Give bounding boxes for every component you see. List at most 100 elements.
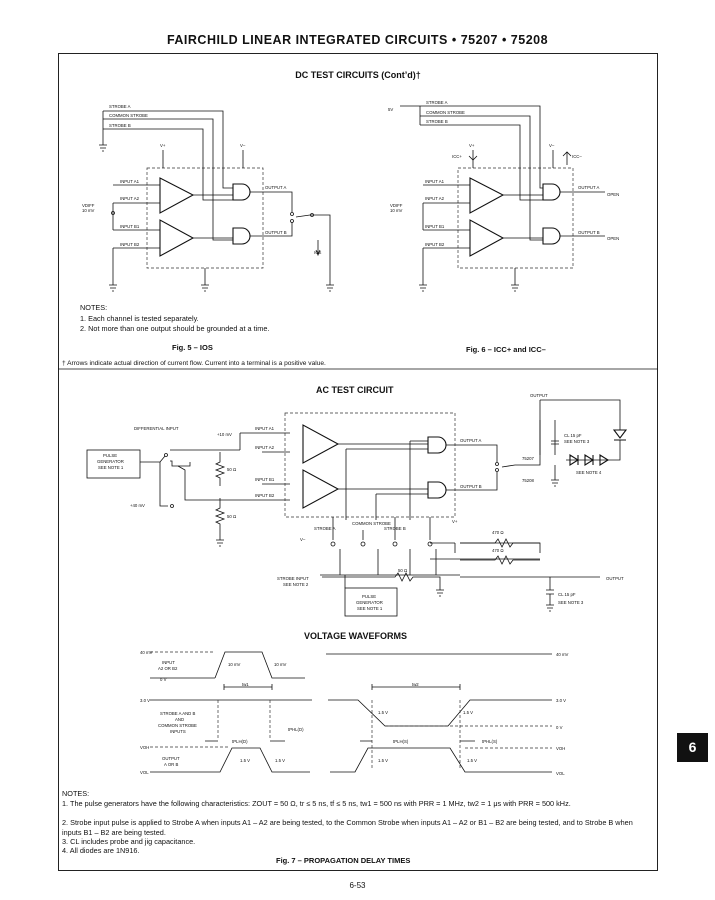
ac-pulse-gen1-l2: GENERATOR bbox=[97, 459, 124, 464]
ac-strobe-b: STROBE B bbox=[384, 526, 406, 531]
wf-output-l2: A OR B bbox=[164, 762, 178, 767]
ac-common-strobe: COMMON STROBE bbox=[352, 521, 391, 526]
dc-note-2: 2. Not more than one output should be gr… bbox=[80, 324, 270, 333]
fig5-input-a2: INPUT A2 bbox=[120, 196, 140, 201]
fig6-caption: Fig. 6 – ICC+ and ICC– bbox=[466, 345, 546, 354]
ac-output-top: OUTPUT bbox=[530, 393, 548, 398]
dc-footnote: † Arrows indicate actual direction of cu… bbox=[62, 360, 326, 367]
ac-input-b2: INPUT B2 bbox=[255, 493, 275, 498]
fig5-circuit bbox=[99, 110, 334, 292]
notes2-item-1: 1. The pulse generators have the followi… bbox=[62, 799, 571, 808]
ac-strobe-input-note: SEE NOTE 2 bbox=[283, 582, 309, 587]
fig5-vdiff-value: 10 mV bbox=[82, 208, 95, 213]
ac-75208: 75208 bbox=[522, 478, 535, 483]
ac-pulse-gen1-l3: SEE NOTE 1 bbox=[98, 465, 124, 470]
dc-notes-title: NOTES: bbox=[80, 303, 108, 312]
ac-r50-3: 50 Ω bbox=[398, 568, 408, 573]
ac-output-right: OUTPUT bbox=[606, 576, 624, 581]
notes2-item-2: 2. Strobe input pulse is applied to Stro… bbox=[62, 818, 633, 837]
wf-input-l2: A2 OR B2 bbox=[158, 666, 178, 671]
section-tab: 6 bbox=[677, 733, 708, 762]
fig6-vdiff-value: 10 mV bbox=[390, 208, 403, 213]
ac-r470-1: 470 Ω bbox=[492, 530, 504, 535]
fig6-open-a: OPEN bbox=[607, 192, 619, 197]
fig5-strobe-a: STROBE A bbox=[109, 104, 131, 109]
ac-r470-2: 470 Ω bbox=[492, 548, 504, 553]
ac-input-b1: INPUT B1 bbox=[255, 477, 275, 482]
wf-3v-left: 3.0 V bbox=[140, 698, 150, 703]
ac-see-note3-top: SEE NOTE 3 bbox=[564, 439, 590, 444]
wf-voh-left: VOH bbox=[140, 745, 149, 750]
dc-section-title: DC TEST CIRCUITS (Cont’d)† bbox=[295, 70, 421, 80]
wf-output-l1: OUTPUT bbox=[162, 756, 180, 761]
wf-3v-right: 3.0 V bbox=[556, 698, 566, 703]
fig6-input-b1: INPUT B1 bbox=[425, 224, 445, 229]
fig6-circuit bbox=[400, 105, 605, 292]
wf-tphl-s: tPHL(S) bbox=[482, 739, 498, 744]
ac-plus40mv: +40 mV bbox=[130, 503, 145, 508]
notes2-title: NOTES: bbox=[62, 789, 90, 798]
ac-r50-2: 50 Ω bbox=[227, 514, 237, 519]
wf-strobe-l4: INPUTS bbox=[170, 729, 186, 734]
fig6-strobe-a: STROBE A bbox=[426, 100, 448, 105]
ac-differential-input: DIFFERENTIAL INPUT bbox=[134, 426, 179, 431]
ac-pulse-gen2-l2: GENERATOR bbox=[356, 600, 383, 605]
fig6-icc-plus: ICC+ bbox=[452, 154, 462, 159]
wf-voh-right: VOH bbox=[556, 746, 565, 751]
fig6-5v: 5V bbox=[388, 107, 393, 112]
fig6-vminus: V– bbox=[549, 143, 555, 148]
fig6-input-a2: INPUT A2 bbox=[425, 196, 445, 201]
wf-40mv-left: 40 mV bbox=[140, 650, 153, 655]
ac-plus10mv: +10 mV bbox=[217, 432, 232, 437]
fig5-input-b1: INPUT B1 bbox=[120, 224, 140, 229]
fig6-output-b: OUTPUT B bbox=[578, 230, 600, 235]
wf-15v-out-3: 1.5 V bbox=[378, 758, 388, 763]
wf-15v-out-4: 1.5 V bbox=[467, 758, 477, 763]
ac-section-title: AC TEST CIRCUIT bbox=[316, 385, 394, 395]
ac-pulse-gen2-l3: SEE NOTE 1 bbox=[357, 606, 383, 611]
wf-vol-left: VOL bbox=[140, 770, 149, 775]
fig6-output-a: OUTPUT A bbox=[578, 185, 600, 190]
ac-75207: 75207 bbox=[522, 456, 535, 461]
page-header-title: FAIRCHILD LINEAR INTEGRATED CIRCUITS • 7… bbox=[166, 33, 549, 47]
fig5-vdiff: VDIFF bbox=[82, 203, 95, 208]
wf-15v-strobe-2: 1.5 V bbox=[463, 710, 473, 715]
wf-strobe-l3: COMMON STROBE bbox=[158, 723, 197, 728]
fig6-input-a1: INPUT A1 bbox=[425, 179, 445, 184]
wf-strobe-l1: STROBE A AND B bbox=[160, 711, 195, 716]
fig7-caption: Fig. 7 – PROPAGATION DELAY TIMES bbox=[276, 856, 411, 865]
wf-tw2: tw2 bbox=[412, 682, 419, 687]
ac-vminus: V– bbox=[300, 537, 306, 542]
fig6-vplus: V+ bbox=[469, 143, 475, 148]
ac-r50-1: 50 Ω bbox=[227, 467, 237, 472]
wf-0v-right: 0 V bbox=[556, 725, 563, 730]
ac-cl-top: CL 15 pF bbox=[564, 433, 582, 438]
dc-note-1: 1. Each channel is tested separately. bbox=[80, 314, 199, 323]
fig5-output-b: OUTPUT B bbox=[265, 230, 287, 235]
wf-input-l1: INPUT bbox=[162, 660, 175, 665]
wf-40mv-right: 40 mV bbox=[556, 652, 569, 657]
fig5-ios: IOS bbox=[314, 250, 322, 255]
waveforms bbox=[150, 651, 552, 773]
wf-tplh-s: tPLH(S) bbox=[393, 739, 409, 744]
notes2-item-4: 4. All diodes are 1N916. bbox=[62, 846, 140, 855]
fig6-common-strobe: COMMON STROBE bbox=[426, 110, 465, 115]
wf-0v: 0 V bbox=[160, 677, 167, 682]
fig6-icc-minus: ICC– bbox=[572, 154, 582, 159]
fig5-vminus: V– bbox=[240, 143, 246, 148]
wf-tplh-d: tPLH(D) bbox=[232, 739, 248, 744]
ac-see-note4: SEE NOTE 4 bbox=[576, 470, 602, 475]
ac-vplus: V+ bbox=[452, 519, 458, 524]
fig6-open-b: OPEN bbox=[607, 236, 619, 241]
ac-output-a: OUTPUT A bbox=[460, 438, 482, 443]
wf-15v-out-2: 1.5 V bbox=[275, 758, 285, 763]
page-number: 6-53 bbox=[349, 881, 366, 890]
fig6-vdiff: VDIFF bbox=[390, 203, 403, 208]
fig5-vplus: V+ bbox=[160, 143, 166, 148]
fig5-output-a: OUTPUT A bbox=[265, 185, 287, 190]
ac-cl-bottom: CL 15 pF bbox=[558, 592, 576, 597]
wf-tphl-d: tPHL(D) bbox=[288, 727, 304, 732]
ac-input-a2: INPUT A2 bbox=[255, 445, 275, 450]
wf-10mv-2: 10 mV bbox=[274, 662, 287, 667]
